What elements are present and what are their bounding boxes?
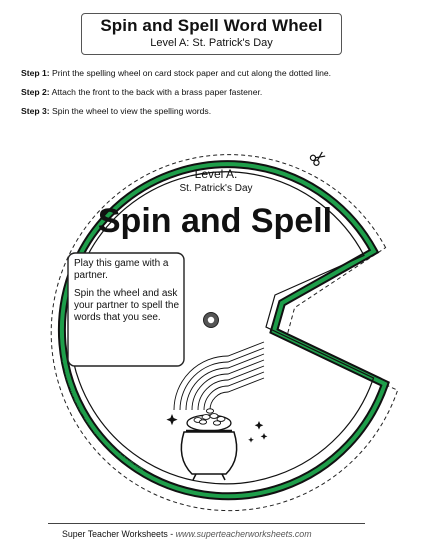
sparkle-icon [166,414,268,443]
step-1-text: Print the spelling wheel on card stock p… [52,68,332,78]
page-subtitle: Level A: St. Patrick's Day [150,37,273,49]
brass-fastener[interactable] [203,312,219,328]
wheel-big-title: Spin and Spell [98,202,332,240]
wheel-level: Level A: [195,167,238,181]
footer-separator: - [167,529,176,539]
rainbow-icon [173,341,265,411]
wheel-theme: St. Patrick's Day [179,183,252,194]
step-3: Step 3: Spin the wheel to view the spell… [21,106,211,116]
title-box: Spin and Spell Word Wheel Level A: St. P… [81,13,342,55]
instructions-line-1: Play this game with a partner. [74,258,169,281]
footer-divider [48,523,365,524]
step-2-text: Attach the front to the back with a bras… [51,87,263,97]
pot-of-gold-icon [180,408,238,481]
step-1-label: Step 1: [21,68,50,78]
instructions-box [67,252,185,367]
step-2: Step 2: Attach the front to the back wit… [21,87,262,97]
footer: Super Teacher Worksheets - www.superteac… [62,529,312,539]
page-title: Spin and Spell Word Wheel [100,16,323,35]
step-3-text: Spin the wheel to view the spelling word… [52,106,212,116]
instructions-line-2: Spin the wheel and ask your partner to s… [74,288,180,323]
step-1: Step 1: Print the spelling wheel on card… [21,68,331,78]
step-2-label: Step 2: [21,87,50,97]
scissors-icon [309,151,326,166]
footer-url[interactable]: www.superteacherworksheets.com [175,529,312,539]
dotted-cut-line [50,154,399,512]
step-3-label: Step 3: [21,106,50,116]
green-ring [59,162,388,499]
footer-brand: Super Teacher Worksheets [62,529,168,539]
